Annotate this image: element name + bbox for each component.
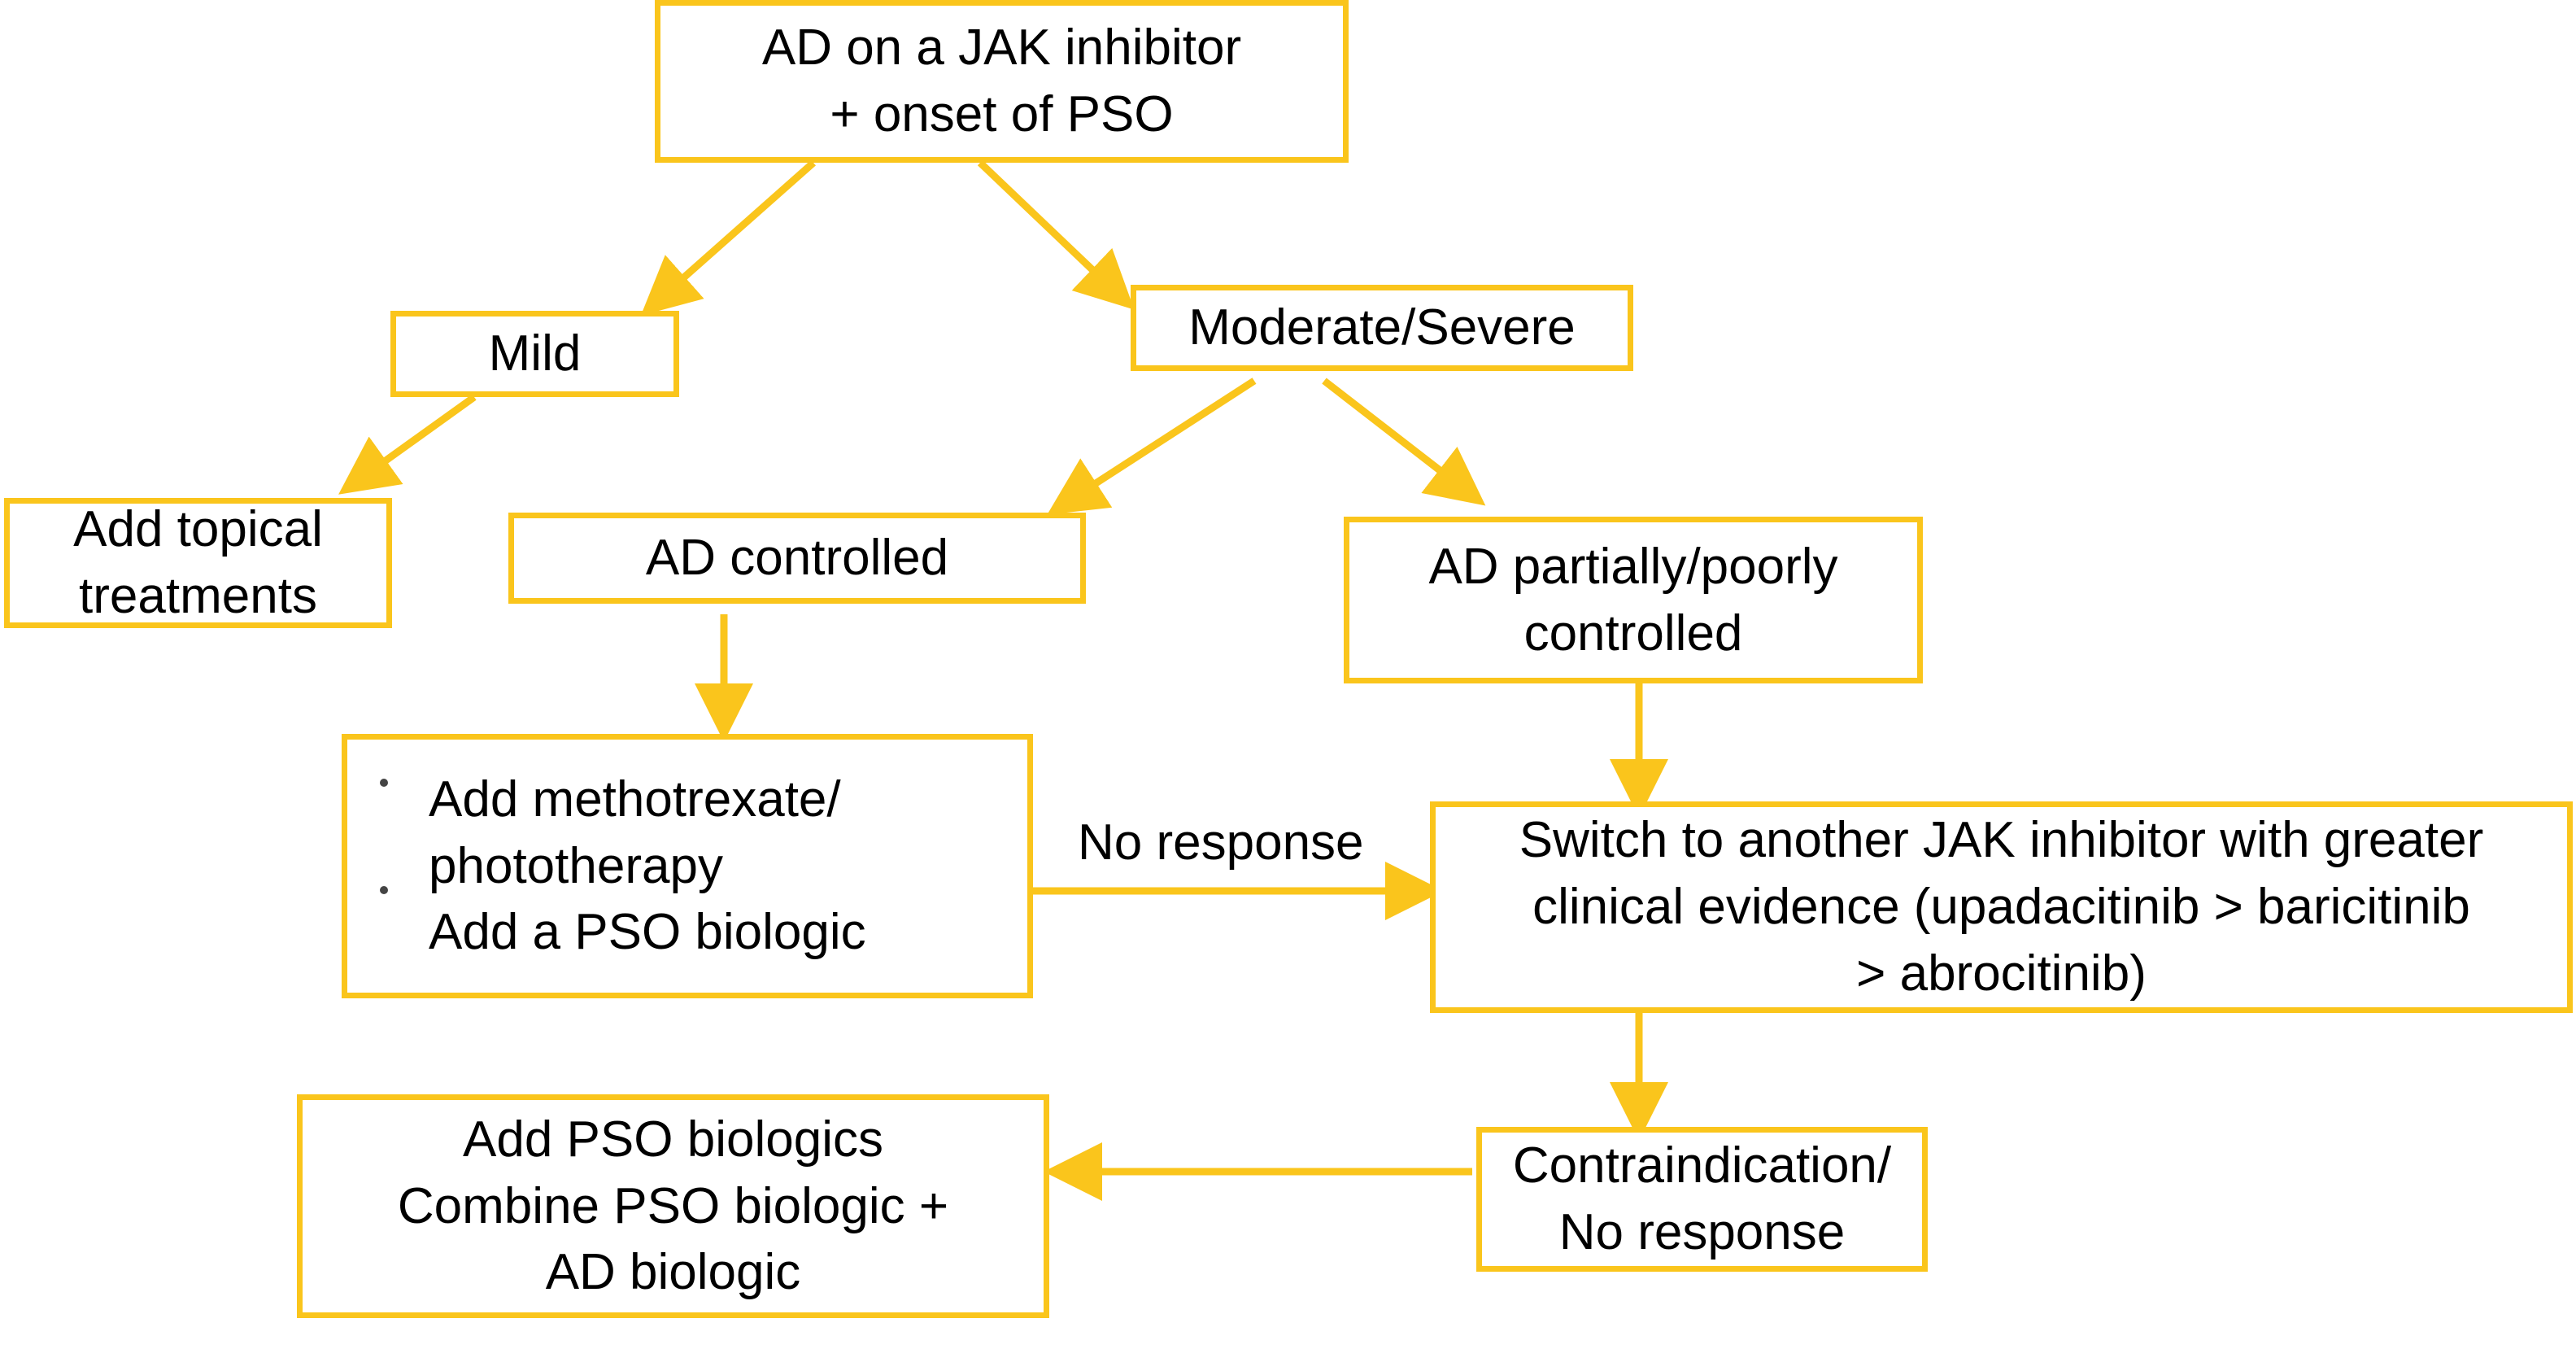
node-switch-jak-line-3: > abrocitinib) [1856, 945, 2147, 1002]
arrow-mild-to-topical [338, 394, 477, 495]
node-ad-controlled-line-1: AD controlled [645, 530, 949, 587]
node-methotrexate-line-1: Add methotrexate/ [429, 771, 841, 827]
node-contraindication-line-1: Contraindication/ [1512, 1137, 1892, 1194]
arrow-moderate-to-ad-partial [1322, 378, 1486, 506]
node-topical-line-1: Add topical [73, 501, 323, 558]
node-mild-line-1: Mild [488, 325, 582, 382]
node-moderate-severe: Moderate/Severe [1131, 285, 1633, 371]
node-start: AD on a JAK inhibitor + onset of PSO [655, 0, 1349, 163]
node-switch-jak-line-1: Switch to another JAK inhibitor with gre… [1519, 812, 2484, 869]
node-methotrexate-line-2: phototherapy [429, 837, 723, 894]
node-topical-line-2: treatments [79, 568, 317, 624]
bullet-dot-2 [380, 886, 388, 894]
node-start-line-1: AD on a JAK inhibitor [761, 20, 1242, 76]
node-switch-jak: Switch to another JAK inhibitor with gre… [1430, 801, 2573, 1013]
arrow-moderate-to-ad-controlled [1047, 378, 1257, 515]
node-pso-biologics: Add PSO biologics Combine PSO biologic +… [297, 1094, 1049, 1318]
node-moderate-severe-line-1: Moderate/Severe [1188, 299, 1576, 356]
node-pso-biologics-line-2: Combine PSO biologic + [397, 1177, 949, 1234]
node-contraindication: Contraindication/ No response [1476, 1127, 1928, 1272]
edge-label-no-response: No response [1078, 814, 1364, 871]
node-topical: Add topical treatments [4, 498, 392, 628]
node-ad-controlled: AD controlled [508, 513, 1086, 604]
node-methotrexate-line-3: Add a PSO biologic [429, 904, 866, 961]
node-mild: Mild [390, 311, 679, 397]
node-contraindication-line-2: No response [1558, 1204, 1846, 1260]
node-pso-biologics-line-3: AD biologic [545, 1244, 801, 1301]
node-ad-partial-line-1: AD partially/poorly [1428, 538, 1838, 595]
node-ad-partial: AD partially/poorly controlled [1344, 517, 1923, 683]
node-switch-jak-line-2: clinical evidence (upadacitinib > barici… [1532, 879, 2470, 936]
bullet-dot-1 [380, 779, 388, 787]
arrow-start-to-mild [640, 159, 816, 316]
node-ad-partial-line-2: controlled [1523, 605, 1743, 661]
node-start-line-2: + onset of PSO [830, 86, 1174, 142]
node-pso-biologics-line-1: Add PSO biologics [463, 1111, 883, 1168]
arrow-start-to-moderate-severe [977, 159, 1135, 310]
node-methotrexate: Add methotrexate/ phototherapy Add a PSO… [342, 734, 1033, 998]
